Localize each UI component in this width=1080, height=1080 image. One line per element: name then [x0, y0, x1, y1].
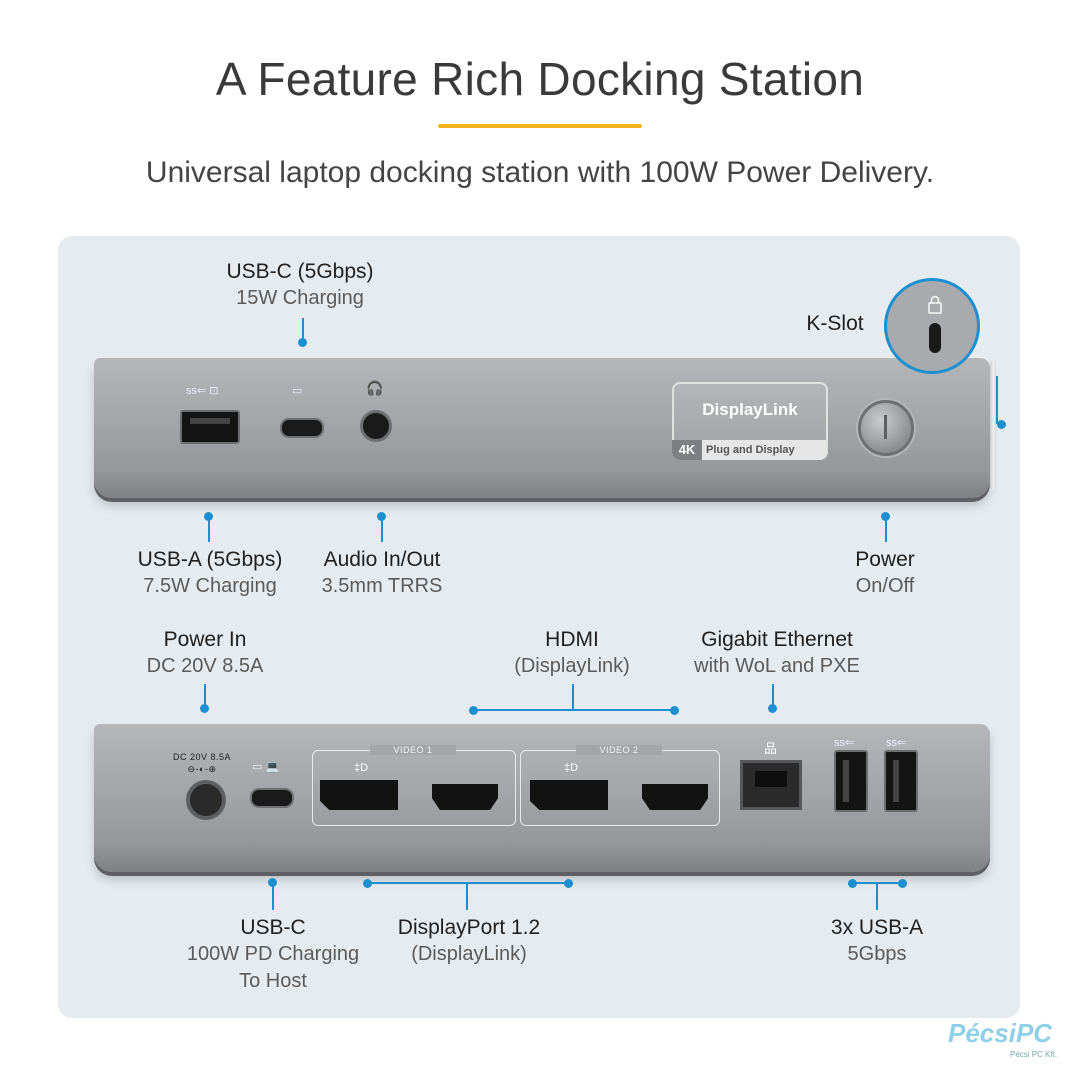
callout-dot: [848, 879, 857, 888]
lock-icon: [928, 295, 942, 314]
ethernet-icon: 品: [764, 741, 778, 756]
callout-hdmi-stem: [572, 684, 574, 710]
callout-dot: [564, 879, 573, 888]
dc-power-port: [186, 780, 226, 820]
callout-dot: [200, 704, 209, 713]
displaylink-badge: DisplayLink 4K Plug and Display: [672, 382, 828, 460]
dock-front-body: [94, 358, 990, 498]
callout-power: [885, 516, 887, 542]
label-usba: USB-A (5Gbps) 7.5W Charging: [137, 548, 283, 597]
badge-plug-text: Plug and Display: [706, 444, 795, 456]
label-usba-rear: 3x USB-A 5Gbps: [830, 916, 924, 965]
callout-dp-bar: [368, 882, 568, 884]
ss-usb-icon: ss⇐ ⊡: [186, 385, 219, 397]
callout-kslot: [996, 376, 998, 424]
usba-rear-1: [834, 750, 868, 812]
audio-port: [360, 410, 392, 442]
kslot-zoom: [884, 278, 980, 374]
hdmi-1: [432, 784, 498, 810]
headphone-icon: 🎧: [366, 380, 384, 396]
ss-usb-icon: ss⇐: [834, 737, 855, 749]
callout-dot: [898, 879, 907, 888]
video2-label: VIDEO 2: [576, 745, 662, 755]
usbc-port-front: [280, 418, 324, 438]
label-displayport: DisplayPort 1.2 (DisplayLink): [397, 916, 541, 965]
callout-dot: [997, 420, 1006, 429]
label-kslot: K-Slot: [806, 312, 864, 335]
callout-usbc-top: [302, 318, 304, 342]
callout-dot: [298, 338, 307, 347]
ss-usb-icon: ▭: [292, 385, 303, 397]
label-ethernet: Gigabit Ethernet with WoL and PXE: [694, 628, 860, 677]
badge-bar: 4K Plug and Display: [672, 440, 826, 460]
callout-usba: [208, 516, 210, 542]
label-usbc-host: USB-C 100W PD Charging To Host: [186, 916, 360, 992]
page-title: A Feature Rich Docking Station: [215, 53, 865, 105]
watermark-sub: Pécsi PC Kft.: [1010, 1050, 1058, 1059]
callout-audio: [381, 516, 383, 542]
title-underline: [438, 124, 642, 128]
callout-dot: [670, 706, 679, 715]
callout-dp-stem: [466, 884, 468, 910]
label-power-in: Power In DC 20V 8.5A: [146, 628, 264, 677]
displayport-2: [530, 780, 608, 810]
callout-usba-bar: [852, 882, 902, 884]
dock-front-edge: [990, 360, 996, 490]
displayport-1: [320, 780, 398, 810]
callout-dot: [469, 706, 478, 715]
badge-4k: 4K: [672, 440, 702, 460]
displaylink-logo: DisplayLink: [702, 400, 798, 419]
laptop-icon: ▭ 💻: [252, 761, 280, 773]
ethernet-port: [740, 760, 802, 810]
displayport-icon: ‡D: [354, 762, 369, 774]
label-usbc-top: USB-C (5Gbps) 15W Charging: [226, 260, 374, 309]
label-hdmi: HDMI (DisplayLink): [514, 628, 630, 677]
callout-hdmi-bar: [474, 709, 674, 711]
usba-rear-2: [884, 750, 918, 812]
dc-polarity-icon: ⊖-◐-⊕: [187, 764, 217, 774]
label-power: Power On/Off: [855, 548, 915, 597]
displayport-icon: ‡D: [564, 762, 579, 774]
usba-port-front: [180, 410, 240, 444]
video1-label: VIDEO 1: [370, 745, 456, 755]
watermark-logo: PécsiPC: [948, 1018, 1053, 1048]
callout-ethernet: [772, 684, 774, 708]
callout-usbc-host: [272, 882, 274, 910]
page-subtitle: Universal laptop docking station with 10…: [145, 156, 935, 189]
label-audio: Audio In/Out 3.5mm TRRS: [321, 548, 443, 597]
kslot-hole: [929, 323, 941, 353]
ss-usb-icon: ss⇐: [886, 737, 907, 749]
usbc-host-port: [250, 788, 294, 808]
callout-dot: [768, 704, 777, 713]
hdmi-2: [642, 784, 708, 810]
dc-label: DC 20V 8.5A: [172, 752, 232, 762]
callout-dot: [363, 879, 372, 888]
callout-power-in: [204, 684, 206, 708]
callout-usba-stem: [876, 884, 878, 910]
power-button[interactable]: [858, 400, 914, 456]
